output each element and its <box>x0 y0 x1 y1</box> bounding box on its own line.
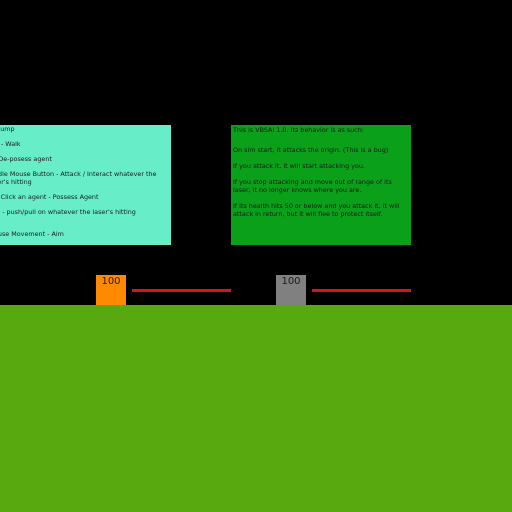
controls-help-panel: - Jump D - Walk - De-posess agent ddle M… <box>0 125 171 245</box>
info-health: If its health hits 50 or below and you a… <box>233 202 400 218</box>
player-agent[interactable]: 100 <box>96 275 126 305</box>
control-walk: D - Walk <box>0 140 21 148</box>
info-range: If you stop attacking and move out of ra… <box>233 178 392 194</box>
player-laser <box>132 289 231 292</box>
vbsai-info-panel: This is VBSAI 1.0. Its behavior is as su… <box>231 125 411 245</box>
control-possess: ft Click an agent - Possess Agent <box>0 193 99 201</box>
vbsai-agent[interactable]: 100 <box>276 275 306 305</box>
control-attack-cont: ser's hitting <box>0 178 32 186</box>
control-jump: - Jump <box>0 125 15 133</box>
vbsai-health-label: 100 <box>281 276 301 287</box>
info-attack: If you attack it, it will start attackin… <box>233 162 365 170</box>
player-health-label: 100 <box>101 276 121 287</box>
control-attack: ddle Mouse Button - Attack / Interact wh… <box>0 170 157 178</box>
vbsai-laser <box>312 289 411 292</box>
control-aim: ouse Movement - Aim <box>0 230 64 238</box>
info-sim-start: On sim start, it attacks the origin. (Th… <box>233 146 389 154</box>
ground <box>0 305 512 512</box>
control-push-pull: /E - push/pull on whatever the laser's h… <box>0 208 136 216</box>
info-title: This is VBSAI 1.0. Its behavior is as su… <box>233 126 364 134</box>
control-deposess: - De-posess agent <box>0 155 52 163</box>
